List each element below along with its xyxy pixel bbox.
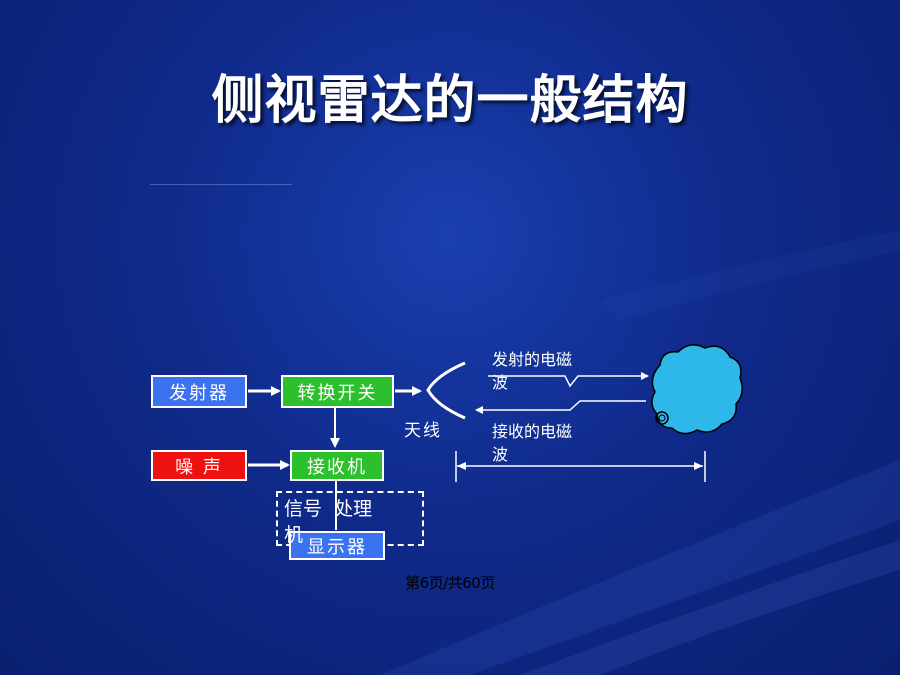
display-block: 显示器: [289, 531, 385, 560]
switch-block: 转换开关: [281, 375, 394, 408]
noise-block: 噪 声: [151, 450, 247, 481]
transmitted-wave: [488, 372, 649, 388]
received-wave: [475, 400, 646, 414]
page-indicator: 第6页/共60页: [405, 574, 495, 592]
transmitter-block: 发射器: [151, 375, 247, 408]
tx-wave-label-line1: 发射的电磁: [492, 350, 573, 369]
slide-title: 侧视雷达的一般结构: [211, 70, 689, 131]
antenna-reflector: [426, 361, 466, 420]
faint-divider: [150, 184, 292, 185]
receiver-block: 接收机: [290, 450, 384, 481]
tx-wave-label-line2: 波: [492, 373, 509, 392]
rx-wave-label-line2: 波: [492, 445, 509, 464]
rx-wave-label-line1: 接收的电磁: [492, 422, 573, 441]
antenna-label: 天线: [404, 421, 442, 441]
target-cloud: [651, 344, 743, 435]
signal-processor-label-line2: 机: [284, 524, 304, 546]
signal-processor-label-line1: 信号 处理: [284, 498, 373, 520]
